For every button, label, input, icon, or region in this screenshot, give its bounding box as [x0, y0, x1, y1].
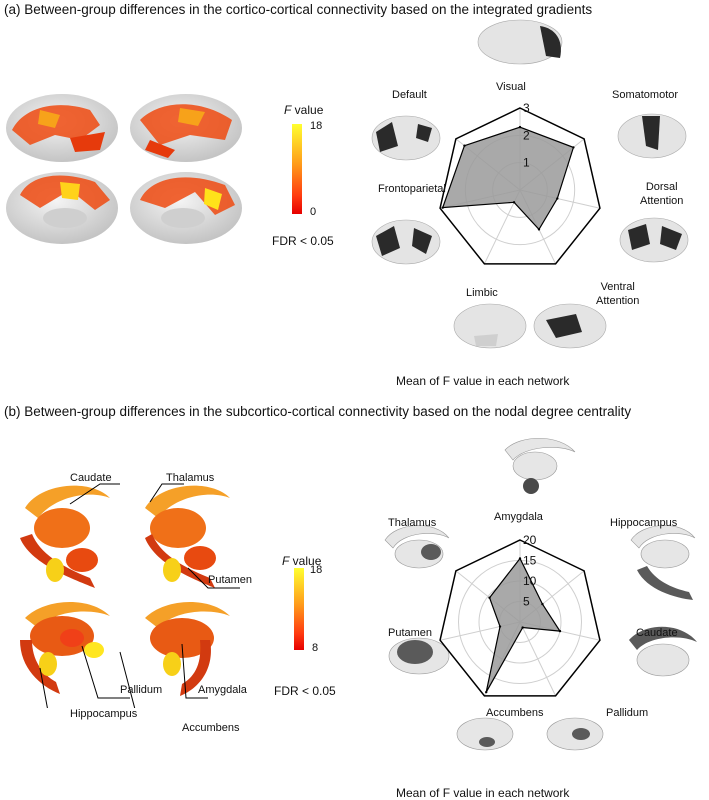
brain-medial-right — [130, 172, 242, 244]
radar-point-default — [463, 144, 466, 147]
radar-chart-a: 1 2 3 — [439, 101, 601, 265]
label-putamen: Putamen — [208, 574, 253, 586]
radar-point-frontoparietal — [441, 206, 444, 209]
radar-point-thalamus — [488, 596, 491, 599]
radar-outer-frame — [439, 539, 601, 697]
thumb-limbic — [453, 303, 527, 349]
radar-b-label-caudate: Caudate — [636, 627, 678, 639]
thumb-ventral-attention — [533, 303, 607, 349]
thumb-hippocampus — [630, 525, 696, 600]
brain-lateral-right — [130, 94, 242, 162]
thumb-pallidum — [546, 717, 604, 751]
radar-point-pallidum — [521, 626, 524, 629]
radar-chart-b: 5 10 15 20 — [439, 533, 601, 697]
subcortical-structures — [20, 483, 240, 708]
radar-point-caudate — [558, 629, 562, 633]
fdr-b: FDR < 0.05 — [274, 684, 336, 698]
radar-point-dorsal-attention — [556, 197, 559, 200]
radar-point-limbic — [512, 201, 516, 204]
thumb-caudate — [629, 626, 697, 677]
thumb-default — [371, 115, 441, 161]
label-pallidum: Pallidum — [120, 684, 163, 696]
label-caudate: Caudate — [70, 472, 112, 484]
radar-outer-frame — [439, 107, 601, 265]
thumb-amygdala — [504, 437, 576, 494]
radar-data-area — [441, 126, 575, 231]
network-thumbnails-a — [371, 19, 689, 349]
radar-a-label-dorsal-attention: Dorsal Attention — [640, 181, 684, 207]
brain-medial-left — [6, 172, 118, 244]
radar-point-hippocampus — [541, 602, 544, 606]
colorbar-b-max: 18 — [310, 564, 323, 576]
subcortical-bottom-right — [145, 601, 230, 696]
radar-a-label-ventral-attention: Ventral Attention — [596, 281, 640, 307]
radar-a-label-default: Default — [392, 89, 427, 101]
radar-tick-label: 10 — [523, 574, 537, 588]
thumb-frontoparietal — [371, 219, 441, 265]
label-accumbens: Accumbens — [182, 722, 240, 734]
radar-data-area — [485, 557, 562, 693]
label-hippocampus: Hippocampus — [70, 708, 138, 720]
colorbar-b-min: 8 — [312, 642, 319, 654]
subcortical-top-left — [20, 485, 110, 588]
cortical-surface-maps — [6, 94, 242, 244]
radar-tick-label: 3 — [523, 101, 530, 115]
radar-point-putamen — [498, 625, 502, 628]
colorbar-b — [294, 568, 304, 650]
label-amygdala: Amygdala — [198, 684, 247, 696]
radar-b-label-hippocampus: Hippocampus — [610, 517, 678, 529]
radar-tick-label: 20 — [523, 533, 537, 547]
radar-point-somatomotor — [572, 146, 575, 149]
radar-a-label-somatomotor: Somatomotor — [612, 89, 679, 101]
radar-b-label-putamen: Putamen — [388, 627, 433, 639]
radar-b-label-thalamus: Thalamus — [388, 517, 437, 529]
radar-a-label-visual: Visual — [496, 81, 526, 93]
caption-b: Mean of F value in each network — [396, 786, 570, 800]
radar-point-amygdala — [518, 557, 522, 560]
subcortical-top-right — [145, 485, 230, 588]
leader-lines — [39, 483, 240, 708]
radar-tick-label: 5 — [523, 595, 530, 609]
thumb-visual — [477, 19, 563, 65]
colorbar-a-title: F value — [284, 103, 324, 117]
thumb-accumbens — [456, 717, 514, 751]
fdr-a: FDR < 0.05 — [272, 234, 334, 248]
radar-a-label-frontoparietal: Frontoparietal — [378, 183, 446, 195]
colorbar-a — [292, 124, 302, 214]
subcortical-bottom-left — [20, 601, 110, 694]
thumb-somatomotor — [617, 113, 687, 159]
radar-b-label-pallidum: Pallidum — [606, 707, 649, 719]
structure-thumbnails-b — [384, 437, 697, 751]
radar-point-accumbens — [485, 690, 488, 694]
brain-lateral-left — [6, 94, 118, 162]
radar-point-ventral-attention — [537, 228, 541, 231]
label-thalamus: Thalamus — [166, 472, 215, 484]
radar-tick-label: 1 — [523, 156, 530, 170]
radar-b-label-accumbens: Accumbens — [486, 707, 544, 719]
panel-b-title: (b) Between-group differences in the sub… — [4, 404, 632, 419]
colorbar-b-title: F value — [282, 554, 322, 568]
panel-a-title: (a) Between-group differences in the cor… — [4, 2, 593, 17]
radar-tick-label: 15 — [523, 554, 537, 568]
radar-a-label-limbic: Limbic — [466, 287, 498, 299]
thumb-thalamus — [384, 525, 450, 569]
radar-b-label-amygdala: Amygdala — [494, 511, 543, 523]
radar-spoke — [519, 621, 557, 697]
caption-a: Mean of F value in each network — [396, 374, 570, 388]
thumb-dorsal-attention — [619, 217, 689, 263]
radar-tick-label: 2 — [523, 128, 530, 142]
radar-point-visual — [518, 125, 522, 129]
colorbar-a-max: 18 — [310, 120, 323, 132]
colorbar-a-min: 0 — [310, 206, 317, 218]
thumb-putamen — [388, 637, 450, 675]
